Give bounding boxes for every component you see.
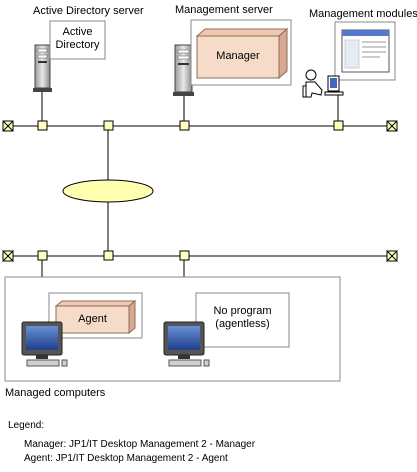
connector-ad: [37, 120, 48, 131]
ad-box-line-1: Active: [62, 26, 93, 38]
mgmt-modules-label: Management modules: [309, 8, 417, 20]
ad-box-line-2: Directory: [55, 39, 100, 51]
managed-computers-label: Managed computers: [5, 387, 106, 399]
ad-server-icon: [33, 44, 52, 92]
agent-box-text: Agent: [78, 313, 107, 325]
agentless-pc-icon: [163, 321, 210, 367]
user-at-pc-icon: [302, 69, 344, 98]
connector-agent-pc: [37, 250, 48, 261]
module-screen-icon: [334, 21, 396, 81]
agentless-line-1: No program: [213, 305, 272, 317]
ad-server-label: Active Directory server: [33, 5, 144, 17]
connector-oval-bottom: [103, 250, 114, 261]
connector-agentless-pc: [179, 250, 190, 261]
connector-oval-top: [103, 120, 114, 131]
legend-title: Legend:: [8, 420, 45, 431]
terminator-top-left: [2, 120, 14, 132]
agent-box: [54, 299, 137, 335]
terminator-bottom-left: [2, 250, 14, 262]
agentless-line-2: (agentless): [215, 318, 270, 330]
agentless-frame: [195, 292, 290, 348]
network-oval: [62, 179, 154, 203]
manager-box: [195, 27, 289, 80]
legend-manager: Manager: JP1/IT Desktop Management 2 - M…: [24, 439, 256, 450]
manager-box-text: Manager: [216, 50, 260, 62]
agentless-box-text: No program (agentless): [196, 305, 289, 331]
agent-pc-icon: [21, 321, 68, 367]
terminator-bottom-right: [386, 250, 398, 262]
connector-modules: [333, 120, 344, 131]
terminator-top-right: [386, 120, 398, 132]
ad-label-box: [49, 20, 106, 60]
ad-box-text: Active Directory: [50, 26, 105, 52]
mgmt-server-icon: [173, 44, 194, 96]
mgmt-server-label: Management server: [175, 4, 273, 16]
connector-mgmt: [179, 120, 190, 131]
legend-agent: Agent: JP1/IT Desktop Management 2 - Age…: [24, 453, 228, 464]
